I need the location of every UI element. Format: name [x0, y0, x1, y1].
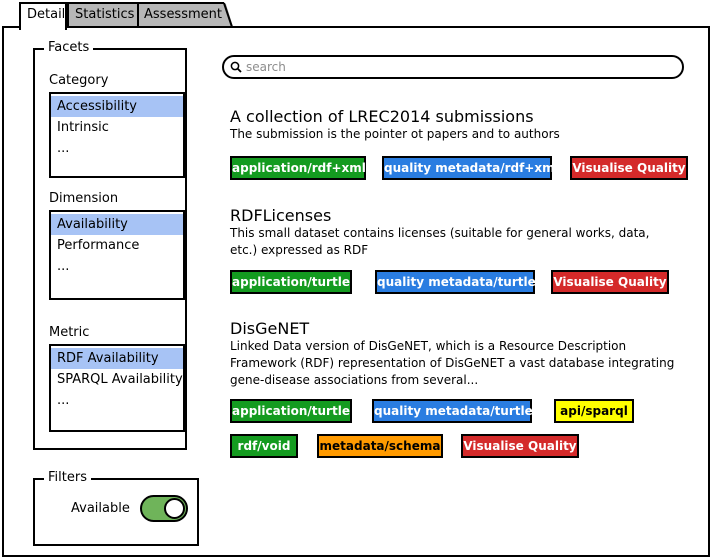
metadata-schema-button[interactable]: metadata/schema [317, 434, 443, 458]
list-item[interactable]: Intrinsic [57, 120, 109, 135]
filters-panel: Filters Available [33, 470, 199, 546]
visualise-quality-button[interactable]: Visualise Quality [551, 270, 669, 294]
list-item[interactable]: Accessibility [51, 96, 183, 117]
list-item[interactable]: Availability [51, 214, 183, 235]
filters-legend: Filters [44, 470, 91, 486]
facets-panel: Facets Category Accessibility Intrinsic … [33, 40, 187, 450]
quality-metadata-button[interactable]: quality metadata/rdf+xml [382, 156, 559, 180]
search-box[interactable] [222, 55, 684, 79]
facet-heading-metric: Metric [49, 325, 90, 340]
dataset-description: This small dataset contains licenses (su… [230, 226, 650, 257]
tab-statistics-label: Statistics [75, 7, 135, 22]
dimension-list[interactable]: Availability Performance ... [49, 210, 185, 300]
tab-detail-label: Detail [27, 7, 66, 22]
sparql-api-button[interactable]: api/sparql [554, 399, 634, 423]
format-tag-button[interactable]: application/turtle [230, 399, 352, 423]
search-icon [230, 61, 242, 73]
tab-assessment-label: Assessment [144, 7, 222, 22]
list-item[interactable]: Performance [57, 238, 140, 253]
list-item[interactable]: ... [57, 141, 70, 156]
tab-statistics[interactable]: Statistics [67, 2, 139, 28]
dataset-title[interactable]: A collection of LREC2014 submissions [230, 107, 534, 126]
format-tag-button[interactable]: rdf/void [230, 434, 298, 458]
facet-heading-category: Category [49, 73, 109, 88]
visualise-quality-button[interactable]: Visualise Quality [570, 156, 688, 180]
dataset-description: The submission is the pointer ot papers … [230, 127, 560, 141]
list-item[interactable]: RDF Availability [51, 348, 183, 369]
search-input[interactable] [244, 58, 664, 76]
format-tag-button[interactable]: application/turtle [230, 270, 352, 294]
visualise-quality-button[interactable]: Visualise Quality [461, 434, 579, 458]
tab-corner-icon [222, 2, 234, 30]
facet-heading-dimension: Dimension [49, 191, 119, 206]
dataset-description: Linked Data version of DisGeNET, which i… [230, 339, 675, 387]
tab-detail[interactable]: Detail [19, 2, 67, 30]
facets-legend: Facets [44, 40, 94, 56]
dataset-title[interactable]: RDFLicenses [230, 206, 332, 225]
quality-metadata-button[interactable]: quality metadata/turtle [375, 270, 536, 294]
quality-metadata-button[interactable]: quality metadata/turtle [372, 399, 533, 423]
dataset-title[interactable]: DisGeNET [230, 319, 310, 338]
detail-panel: Facets Category Accessibility Intrinsic … [2, 26, 710, 557]
available-label: Available [71, 501, 130, 516]
available-toggle[interactable] [140, 495, 188, 522]
format-tag-button[interactable]: application/rdf+xml [230, 156, 366, 180]
list-item[interactable]: SPARQL Availability [57, 372, 183, 387]
metric-list[interactable]: RDF Availability SPARQL Availability ... [49, 344, 185, 432]
toggle-knob [164, 498, 185, 519]
tab-assessment[interactable]: Assessment [136, 2, 234, 30]
list-item[interactable]: ... [57, 393, 70, 408]
category-list[interactable]: Accessibility Intrinsic ... [49, 92, 185, 178]
list-item[interactable]: ... [57, 259, 70, 274]
